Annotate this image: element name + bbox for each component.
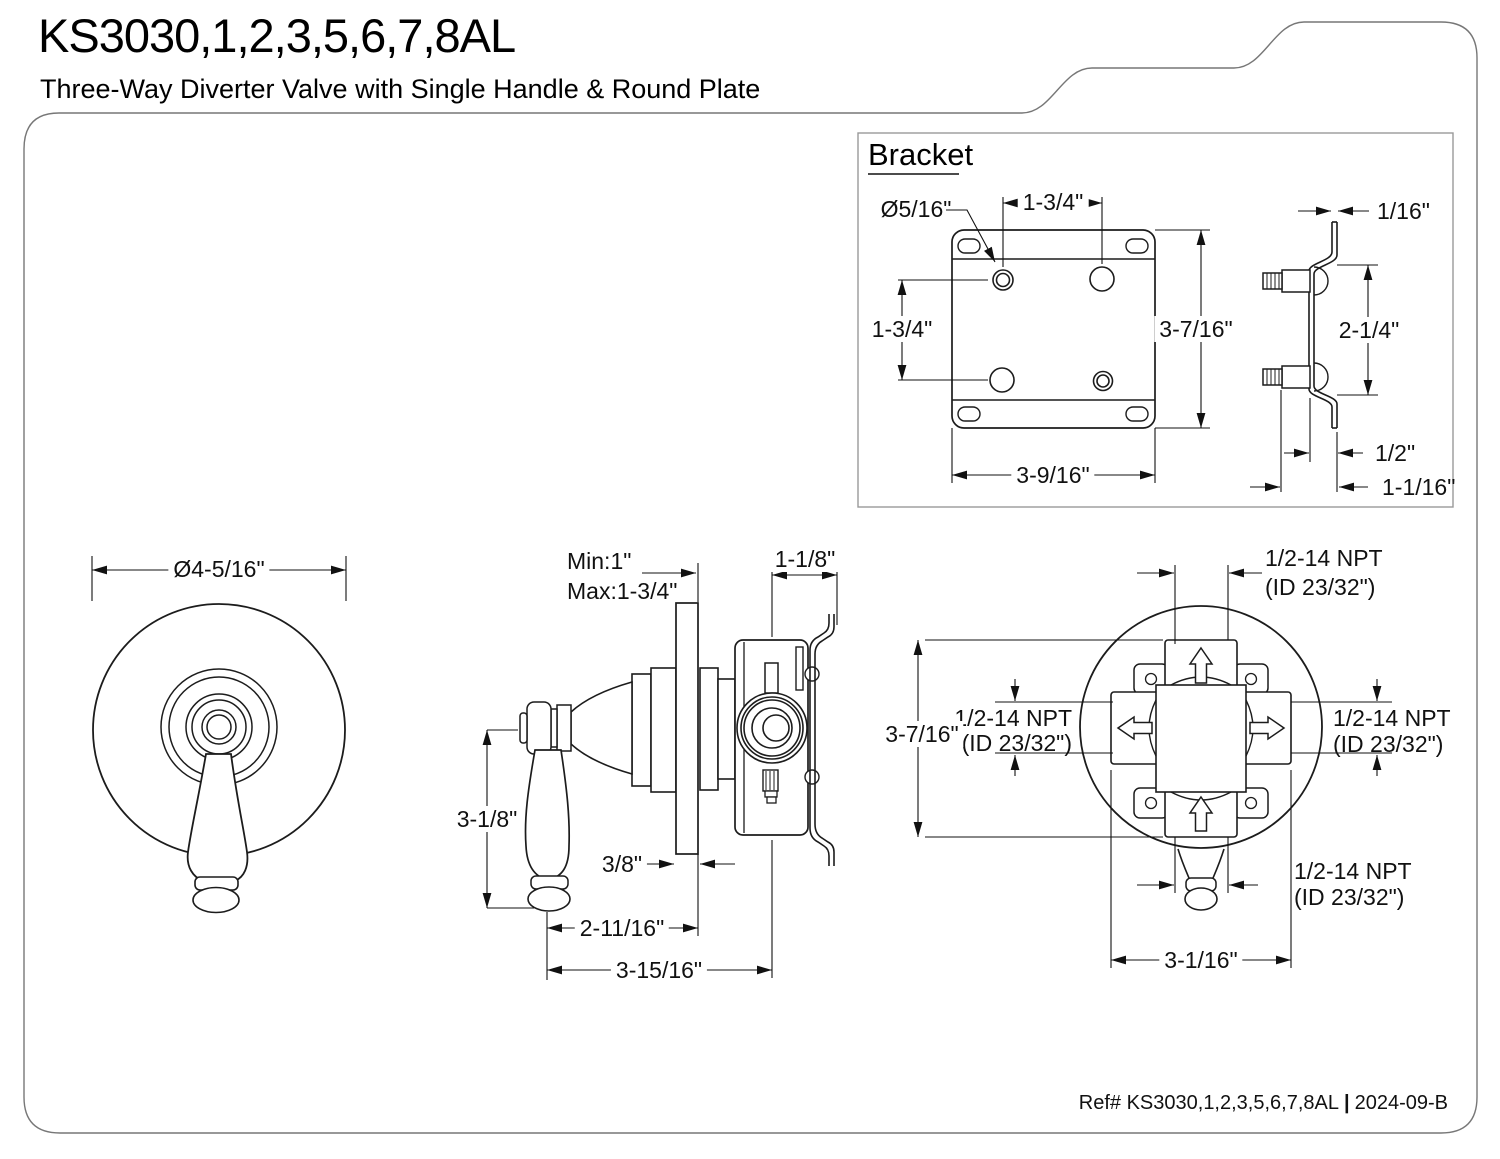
- dim-rear-width: 3-1/16": [1159, 947, 1243, 973]
- bracket-heading: Bracket: [868, 137, 974, 172]
- bracket-panel-box: [857, 132, 1454, 508]
- dim-plate-diameter: Ø4-5/16": [168, 556, 270, 582]
- dim-bracket-stud-spacing: 2-1/4": [1333, 317, 1405, 343]
- label-left-port-id: (ID 23/32"): [961, 730, 1072, 756]
- footer-revision: 2024-09-B: [1354, 1092, 1448, 1114]
- footer-reference: Ref# KS3030,1,2,3,5,6,7,8AL|2024-09-B: [1079, 1092, 1448, 1115]
- plate-front-view: [92, 603, 346, 914]
- dim-valve-depth: 1-1/8": [769, 546, 841, 572]
- dim-bracket-flange-depth: 1/2": [1375, 440, 1416, 466]
- dim-bracket-thickness: 1/16": [1377, 198, 1430, 224]
- dim-handle-length: 3-1/8": [451, 806, 523, 832]
- valve-side-dimensions: [482, 563, 838, 980]
- dim-bracket-side-hole-spacing: 1-3/4": [866, 316, 938, 342]
- valve-side-view: [519, 602, 835, 912]
- dim-wall-min: Min:1": [567, 548, 632, 574]
- label-left-port: 1/2-14 NPT (ID 23/32"): [954, 706, 1072, 756]
- label-right-port-id: (ID 23/32"): [1333, 731, 1444, 757]
- label-top-port-id: (ID 23/32"): [1265, 574, 1376, 600]
- dim-handle-to-wall: 2-11/16": [574, 915, 670, 941]
- dim-bracket-width: 3-9/16": [1011, 462, 1095, 488]
- dim-bracket-hole-diameter: Ø5/16": [880, 196, 952, 222]
- label-bottom-port-id: (ID 23/32"): [1294, 884, 1405, 910]
- label-bottom-port: 1/2-14 NPT (ID 23/32"): [1294, 858, 1412, 910]
- dim-bracket-overall-depth: 1-1/16": [1382, 474, 1456, 500]
- valve-rear-dimensions: [913, 565, 1392, 968]
- valve-rear-view: [1079, 605, 1323, 911]
- label-bottom-port-thread: 1/2-14 NPT: [1294, 858, 1412, 884]
- dim-bracket-height: 3-7/16": [1154, 316, 1238, 342]
- dim-wall-max: Max:1-3/4": [567, 578, 678, 604]
- page-subtitle: Three-Way Diverter Valve with Single Han…: [40, 74, 761, 104]
- label-left-port-thread: 1/2-14 NPT: [954, 705, 1072, 731]
- label-right-port-thread: 1/2-14 NPT: [1333, 705, 1451, 731]
- dim-plate-thickness: 3/8": [596, 851, 648, 877]
- dim-overall-depth: 3-15/16": [610, 957, 708, 983]
- bracket-side-view: [1262, 221, 1338, 429]
- flow-direction-arrows: [1116, 646, 1286, 832]
- dim-rear-height: 3-7/16": [880, 721, 964, 747]
- label-right-port: 1/2-14 NPT (ID 23/32"): [1333, 705, 1451, 757]
- label-top-port: 1/2-14 NPT (ID 23/32"): [1265, 544, 1383, 602]
- sheet-border: [23, 21, 1478, 1134]
- dim-bracket-top-hole-spacing: 1-3/4": [1017, 189, 1089, 215]
- page-title: KS3030,1,2,3,5,6,7,8AL: [38, 9, 516, 62]
- footer-separator: |: [1343, 1092, 1350, 1114]
- label-top-port-thread: 1/2-14 NPT: [1265, 545, 1383, 571]
- bracket-front-view: [951, 229, 1156, 429]
- footer-ref-number: Ref# KS3030,1,2,3,5,6,7,8AL: [1078, 1092, 1339, 1114]
